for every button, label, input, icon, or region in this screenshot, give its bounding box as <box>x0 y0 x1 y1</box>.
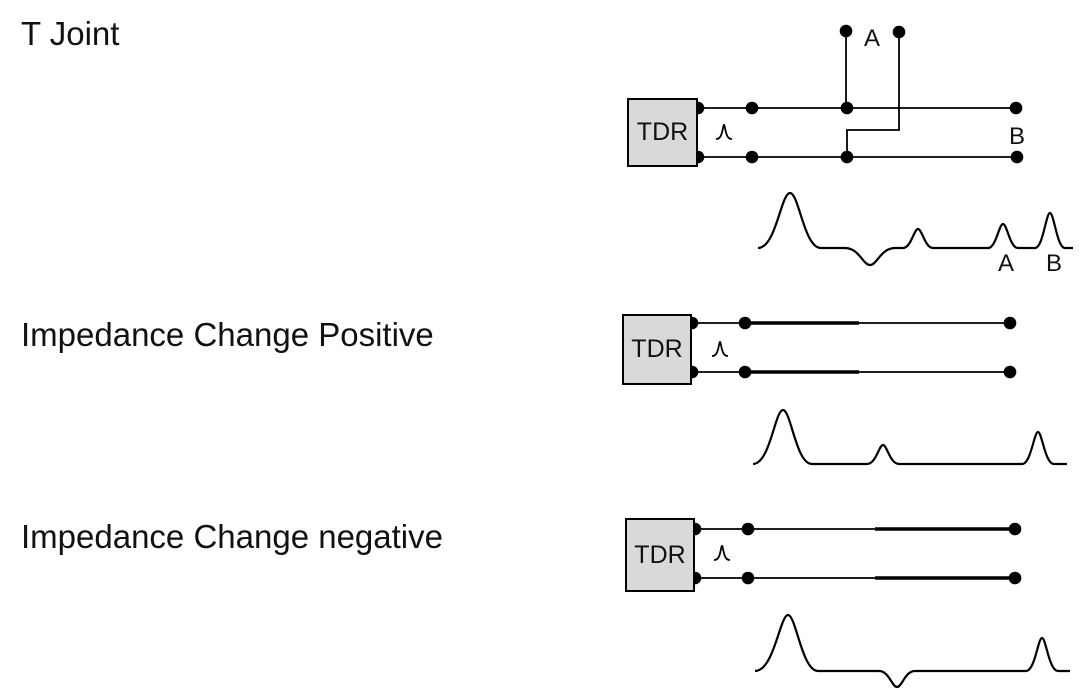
stub-a-terminal-dot <box>839 24 853 38</box>
tdr-box-label: TDR <box>634 540 686 569</box>
tdr-trace-impedance-positive <box>752 408 1067 466</box>
trace-a-label: A <box>998 250 1015 277</box>
stub-b-wire <box>846 32 900 157</box>
tdr-trace-t-joint <box>757 191 1073 267</box>
low-impedance-thick-segments <box>875 527 1015 580</box>
junction-dot <box>738 365 752 379</box>
impedance-positive-circuit <box>685 316 1067 466</box>
end-b-label: B <box>1009 123 1026 150</box>
junction-dot <box>1008 522 1022 536</box>
tdr-box: TDR <box>625 518 695 592</box>
tdr-trace-impedance-negative <box>754 613 1070 689</box>
section-title-impedance-positive: Impedance Change Positive <box>21 316 434 353</box>
low-impedance-thick-segments <box>745 321 859 374</box>
junction-dot <box>1003 365 1017 379</box>
launch-pulse-icon <box>715 123 733 140</box>
tdr-box: TDR <box>622 314 692 385</box>
junction-dots <box>691 24 1024 164</box>
stub-b-terminal-dot <box>892 25 906 39</box>
tdr-box-label: TDR <box>631 335 683 363</box>
junction-dot <box>840 150 854 164</box>
impedance-negative-circuit <box>688 522 1070 689</box>
junction-dots <box>688 522 1022 585</box>
junction-dot <box>840 101 854 115</box>
line-thin-segments <box>695 528 875 579</box>
launch-pulse-icon <box>713 544 731 561</box>
section-title-impedance-negative: Impedance Change negative <box>21 518 443 555</box>
junction-dot <box>1003 316 1017 330</box>
junction-dot <box>741 571 755 585</box>
junction-dot <box>1009 101 1023 115</box>
launch-pulse-icon <box>711 340 729 357</box>
tdr-box: TDR <box>627 98 698 167</box>
section-title-t-joint: T Joint <box>21 15 120 52</box>
junction-dots <box>685 316 1017 379</box>
trace-b-label: B <box>1046 250 1063 277</box>
junction-dot <box>745 101 759 115</box>
junction-dot <box>1008 571 1022 585</box>
tdr-box-label: TDR <box>636 118 689 146</box>
stub-a-label: A <box>864 25 881 52</box>
junction-dot <box>745 150 759 164</box>
junction-dot <box>741 522 755 536</box>
junction-dot <box>1010 150 1024 164</box>
junction-dot <box>738 316 752 330</box>
